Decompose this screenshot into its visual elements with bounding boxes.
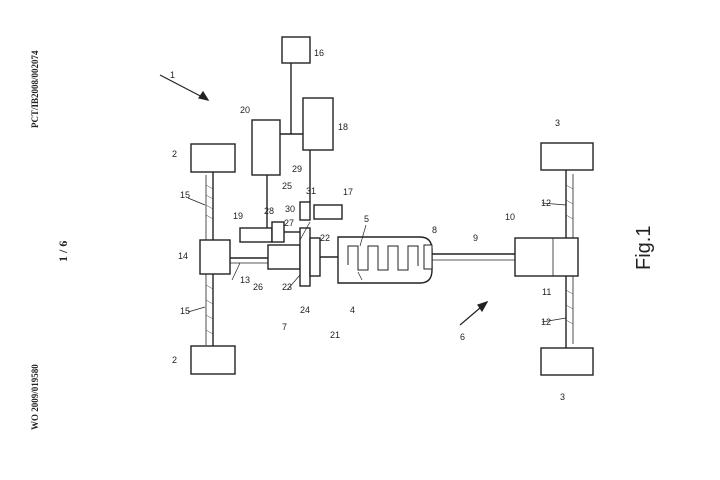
- leader-arrows: [159, 74, 489, 326]
- label-28: 28: [264, 206, 274, 216]
- rear-wheel-top: [540, 142, 594, 171]
- label-5: 5: [364, 214, 369, 224]
- label-26: 26: [253, 282, 263, 292]
- component-8: [423, 244, 433, 270]
- front-wheel-bottom: [190, 345, 236, 375]
- rear-differential-box: [514, 237, 579, 277]
- label-11: 11: [542, 287, 551, 297]
- label-19: 19: [233, 211, 243, 221]
- label-17: 17: [343, 187, 353, 197]
- label-15-bottom: 15: [180, 306, 190, 316]
- component-30: [299, 201, 311, 221]
- label-8: 8: [432, 225, 437, 235]
- component-20: [251, 119, 281, 176]
- front-wheel-top: [190, 143, 236, 173]
- label-2-top: 2: [172, 149, 177, 159]
- component-16: [281, 36, 311, 64]
- component-22: [309, 237, 321, 277]
- component-27: [271, 221, 285, 243]
- label-6: 6: [460, 332, 465, 342]
- component-18: [302, 97, 334, 151]
- rear-wheel-bottom: [540, 347, 594, 376]
- label-12-bottom: 12: [541, 317, 551, 327]
- label-21: 21: [330, 330, 340, 340]
- label-27: 27: [284, 218, 294, 228]
- label-12-top: 12: [541, 198, 551, 208]
- label-24: 24: [300, 305, 310, 315]
- label-15-top: 15: [180, 190, 190, 200]
- component-17: [313, 204, 343, 220]
- label-3-top: 3: [555, 118, 560, 128]
- label-22: 22: [320, 233, 330, 243]
- front-differential-box: [199, 239, 231, 275]
- label-13: 13: [240, 275, 250, 285]
- label-2-bottom: 2: [172, 355, 177, 365]
- label-30: 30: [285, 204, 295, 214]
- leader-lines: [187, 197, 567, 323]
- label-9: 9: [473, 233, 478, 243]
- label-7: 7: [282, 322, 287, 332]
- shaft-hatching: [205, 184, 574, 335]
- label-4: 4: [350, 305, 355, 315]
- label-23: 23: [282, 282, 292, 292]
- label-14: 14: [178, 251, 188, 261]
- label-29: 29: [292, 164, 302, 174]
- label-16: 16: [314, 48, 324, 58]
- label-25: 25: [282, 181, 292, 191]
- label-20: 20: [240, 105, 250, 115]
- label-1: 1: [170, 70, 175, 80]
- label-18: 18: [338, 122, 348, 132]
- label-3-bottom: 3: [560, 392, 565, 402]
- label-31: 31: [306, 186, 316, 196]
- component-19: [239, 227, 273, 243]
- component-26: [267, 244, 301, 270]
- figure-caption: Fig.1: [633, 226, 655, 270]
- label-10: 10: [505, 212, 515, 222]
- reference-numerals: 1 2 2 3 3 4 5 6 7 8 9 10 11 12 12 13 14 …: [170, 48, 565, 402]
- winding-5: [347, 245, 419, 271]
